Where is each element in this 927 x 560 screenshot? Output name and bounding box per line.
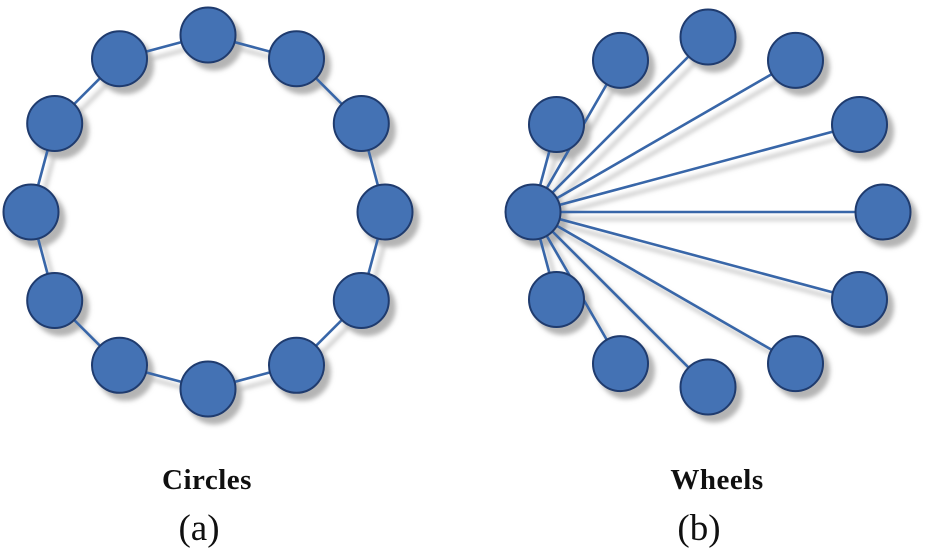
- ring-label: Circles: [162, 464, 252, 496]
- node: [26, 95, 84, 152]
- node: [356, 183, 414, 241]
- node: [592, 31, 649, 89]
- spoke-edge: [532, 210, 797, 365]
- node: [528, 271, 585, 328]
- spoke-edge: [532, 36, 709, 213]
- diagram-canvas: [2, 6, 912, 418]
- node: [91, 336, 148, 394]
- node: [679, 8, 737, 66]
- node: [268, 336, 325, 394]
- spoke-edge: [532, 211, 709, 388]
- node: [831, 96, 888, 153]
- spoke-edge: [532, 59, 797, 214]
- node: [831, 271, 888, 328]
- node: [179, 360, 237, 418]
- node: [528, 96, 585, 153]
- wheel-diagram: [504, 8, 912, 416]
- wheel-caption: (b): [677, 508, 721, 549]
- node: [332, 272, 390, 329]
- hub-node: [504, 183, 562, 241]
- ring-caption: (a): [178, 508, 220, 549]
- node: [332, 95, 390, 152]
- node: [767, 31, 824, 89]
- node: [268, 30, 325, 88]
- node: [679, 358, 737, 416]
- node: [767, 335, 824, 393]
- node: [2, 183, 60, 241]
- spoke-edge: [532, 123, 860, 214]
- node: [592, 335, 649, 393]
- wheel-label: Wheels: [670, 464, 764, 496]
- ring-diagram: [2, 6, 414, 418]
- node: [854, 183, 912, 241]
- node: [91, 30, 148, 88]
- node: [179, 6, 237, 64]
- node: [26, 272, 84, 329]
- spoke-edge: [532, 210, 860, 301]
